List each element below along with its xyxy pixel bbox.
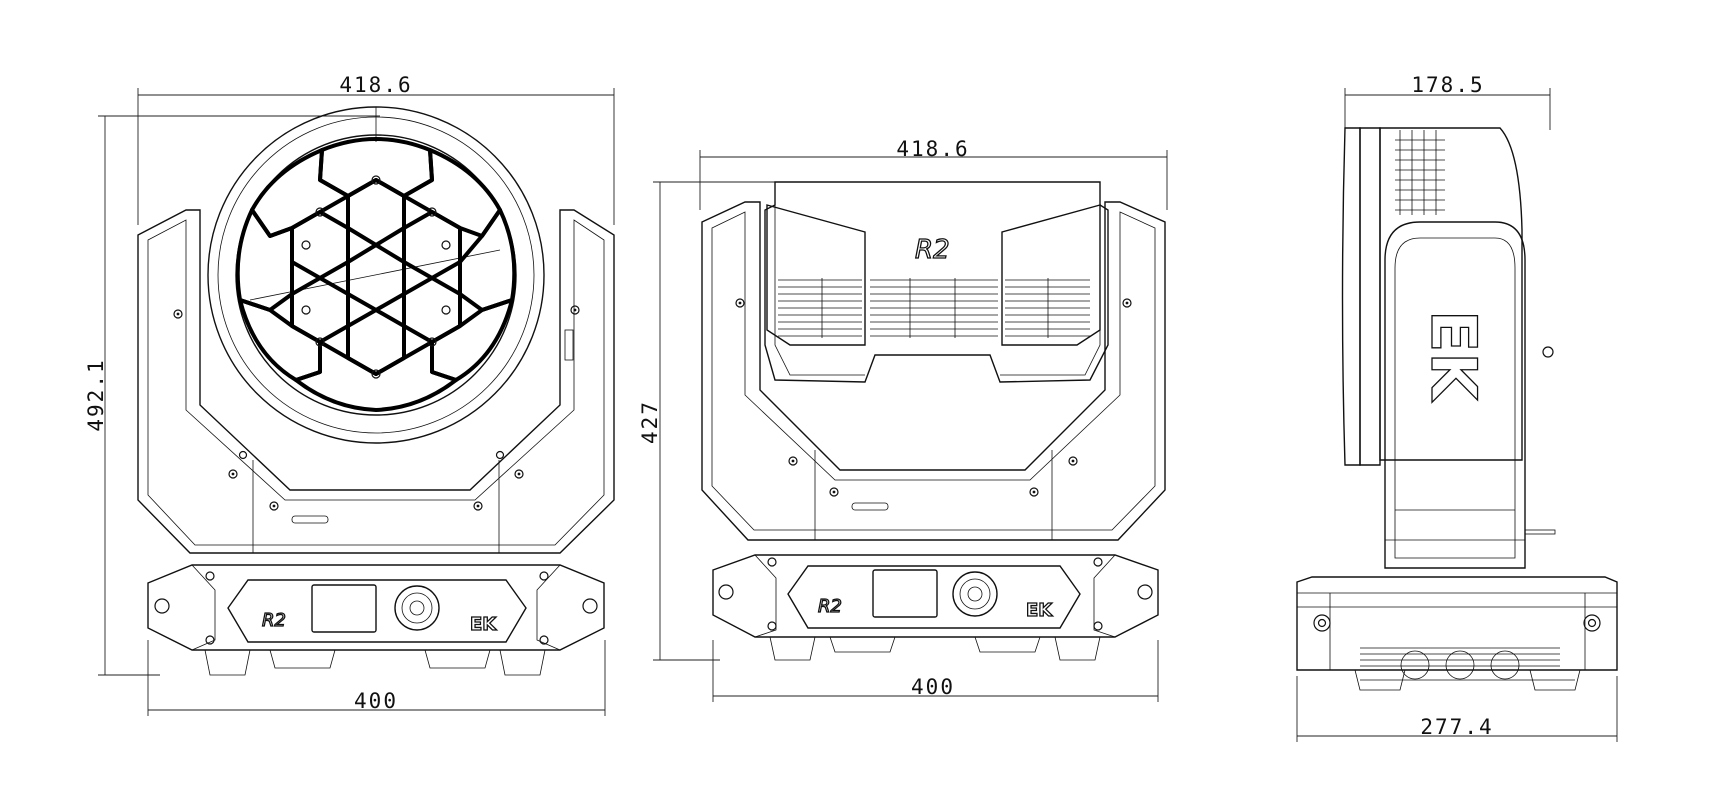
rear-height-label: 427 <box>638 400 662 444</box>
side-base-vents <box>1360 647 1560 680</box>
front-view: 418.6 492.1 400 <box>84 73 615 716</box>
side-top-width-dimension: 178.5 <box>1344 73 1551 130</box>
rear-view: 418.6 427 400 <box>638 137 1168 702</box>
rear-base-width-dimension: 400 <box>712 640 1159 702</box>
rear-head-r2-logo: R2 <box>915 235 950 265</box>
front-head <box>207 106 545 444</box>
rear-yoke <box>701 201 1166 541</box>
side-arm: EK <box>1384 221 1556 569</box>
side-base-width-dimension: 277.4 <box>1296 676 1618 742</box>
rear-head: R2 <box>764 181 1109 383</box>
rear-top-width-dimension: 418.6 <box>699 137 1168 210</box>
rear-base-width-label: 400 <box>911 675 955 699</box>
front-height-label: 492.1 <box>84 358 108 431</box>
side-arm-ek-logo: EK <box>1417 310 1490 402</box>
front-base: R2 EK <box>147 564 605 676</box>
side-base-width-label: 277.4 <box>1420 715 1493 739</box>
side-view: 178.5 277.4 <box>1296 73 1618 742</box>
front-base-width-dimension: 400 <box>147 640 606 716</box>
rear-height-dimension: 427 <box>638 181 780 661</box>
rear-base: R2 EK <box>712 554 1159 661</box>
rear-base-ek-logo: EK <box>1026 600 1053 621</box>
front-height-dimension: 492.1 <box>84 115 380 676</box>
side-head-fins <box>1395 130 1445 215</box>
side-base <box>1296 576 1618 691</box>
front-base-r2-logo: R2 <box>262 610 286 631</box>
front-base-ek-logo: EK <box>470 614 497 635</box>
front-top-width-label: 418.6 <box>339 73 412 97</box>
front-yoke <box>137 209 615 554</box>
rear-head-vents <box>778 278 1090 338</box>
front-base-width-label: 400 <box>354 689 398 713</box>
front-top-width-dimension: 418.6 <box>137 73 615 225</box>
side-top-width-label: 178.5 <box>1411 73 1484 97</box>
rear-top-width-label: 418.6 <box>896 137 969 161</box>
side-head <box>1341 127 1554 466</box>
rear-base-r2-logo: R2 <box>818 596 842 617</box>
